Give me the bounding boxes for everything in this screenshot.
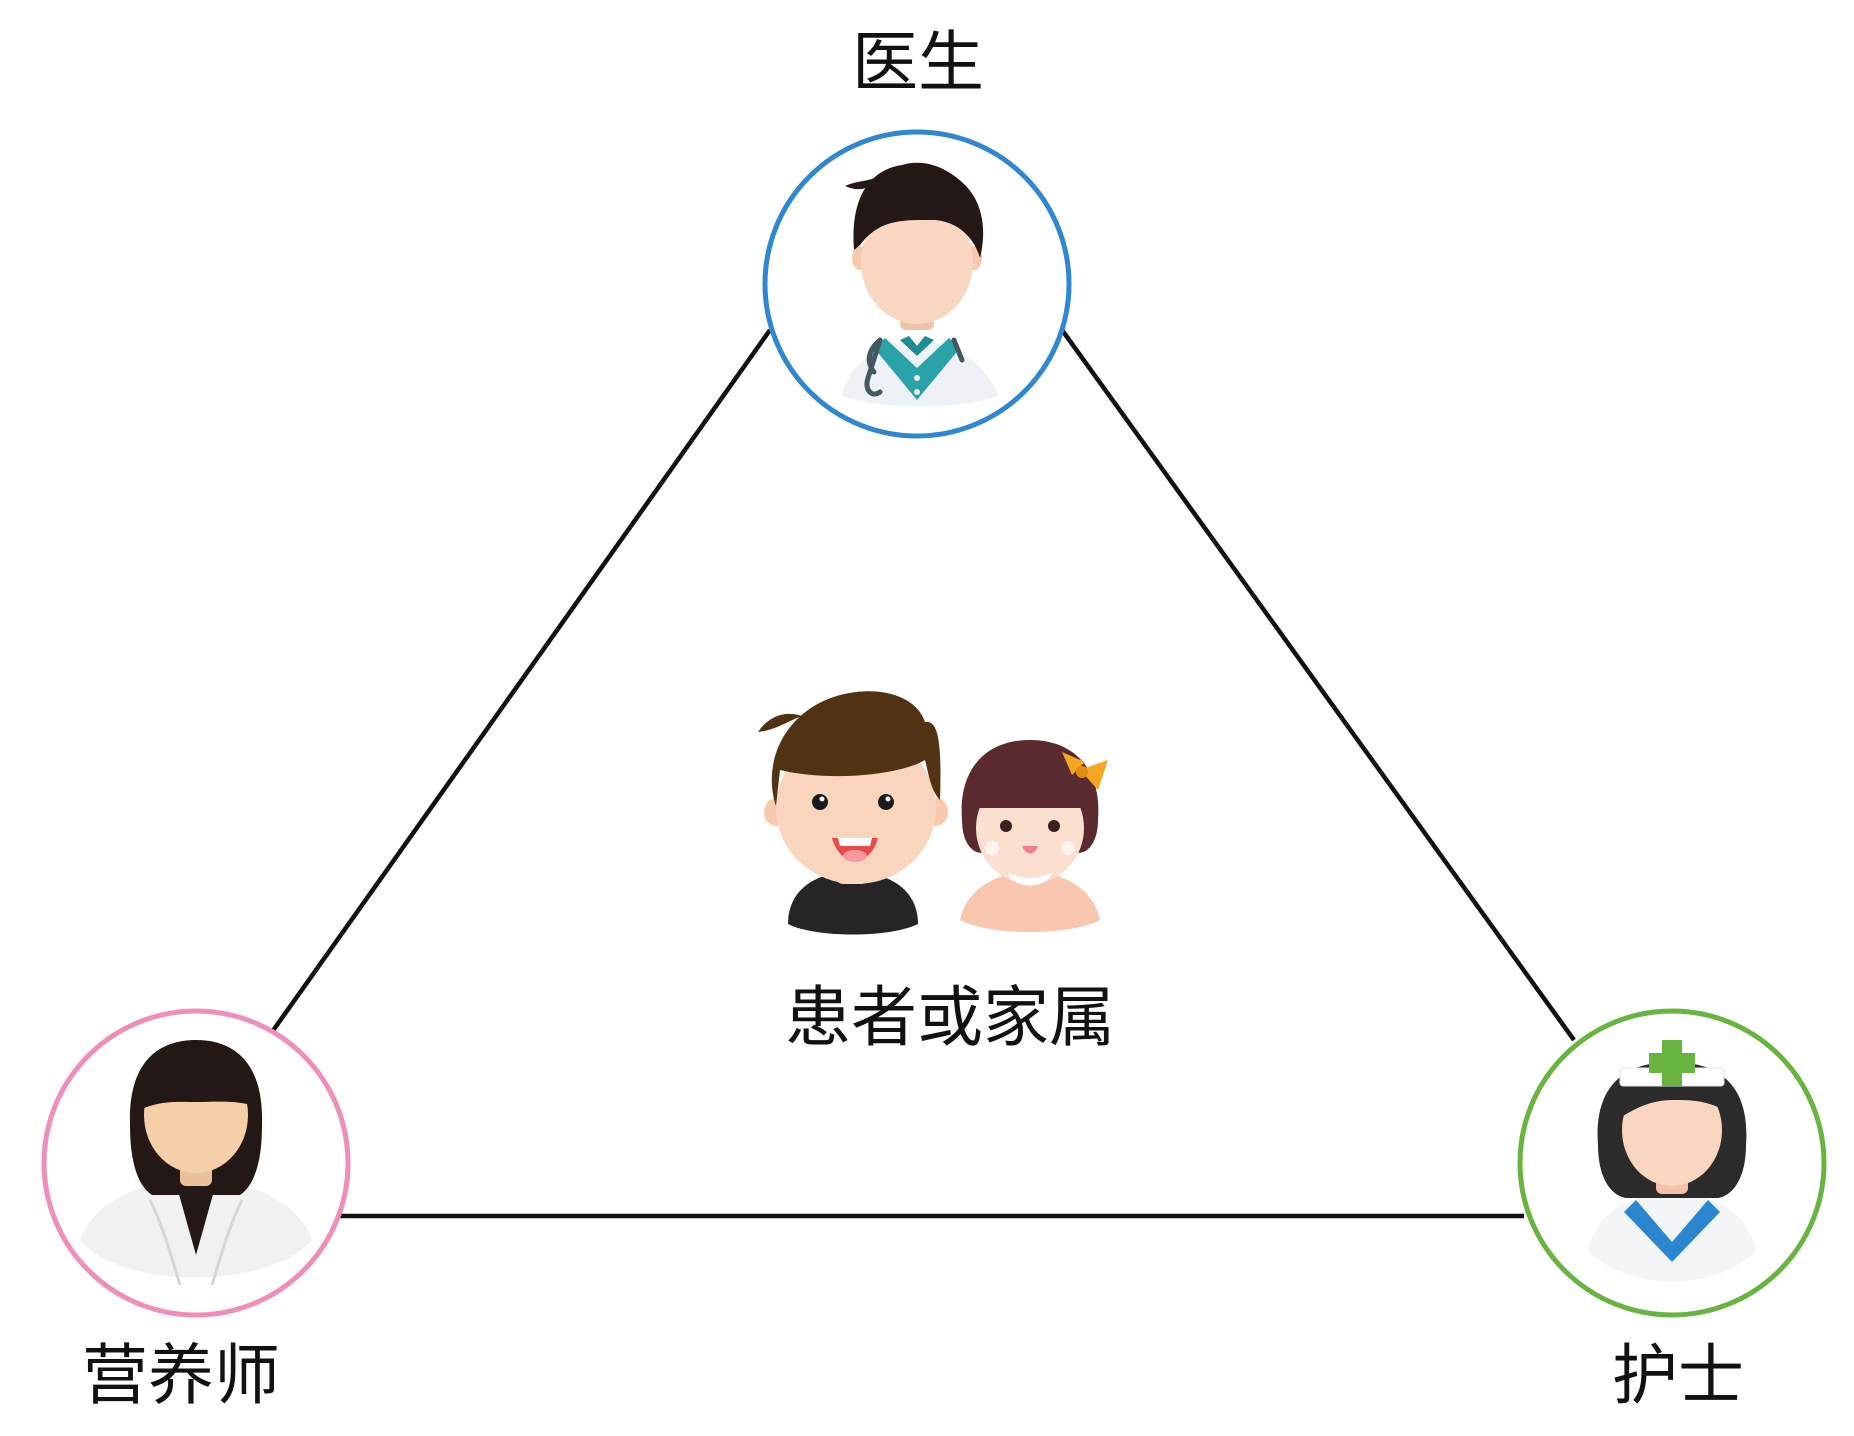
edge-doctor-nutritionist [270,328,772,1034]
nutritionist-label: 营养师 [82,1337,280,1414]
edge-doctor-nurse [1060,328,1576,1042]
nurse-label: 护士 [1612,1337,1744,1414]
nutritionist-node [41,1008,351,1318]
patient-label: 患者或家属 [785,979,1115,1056]
nurse-node [1517,1008,1827,1318]
doctor-label: 医生 [852,24,984,101]
doctor-icon [842,162,998,407]
patient-family-icon [758,691,1108,935]
doctor-node [762,129,1072,439]
nurse-icon [1588,1040,1756,1282]
nutritionist-icon [80,1040,312,1286]
